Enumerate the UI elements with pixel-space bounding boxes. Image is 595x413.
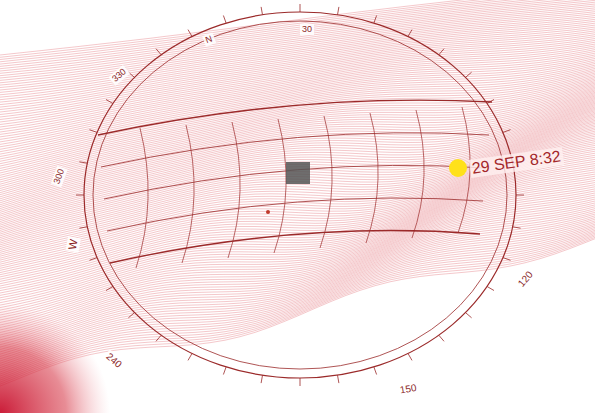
sun-path-line [98, 100, 492, 135]
contour-line [0, 96, 595, 209]
compass-tick [106, 100, 113, 104]
sun-path-line [320, 116, 332, 248]
compass-tick [300, 378, 301, 386]
compass-label: W [66, 236, 81, 252]
sun-path-line [366, 113, 378, 243]
compass-label: N [202, 33, 216, 47]
compass-tick [79, 227, 87, 228]
sun-path-line [101, 133, 489, 167]
contour-line [0, 125, 595, 249]
compass-label: 150 [397, 381, 419, 396]
sun-path-line [136, 128, 148, 268]
compass-label: 300 [51, 166, 68, 188]
compass-tick [466, 72, 472, 77]
compass-tick [439, 335, 444, 341]
sun-path-line [412, 110, 424, 238]
contour-line [0, 11, 595, 87]
compass-tick [223, 367, 226, 375]
compass-tick [90, 258, 98, 261]
contour-line [0, 133, 595, 258]
compass-tick [374, 367, 377, 375]
sun-path-grid [76, 4, 524, 386]
compass-tick [503, 130, 511, 133]
contour-line [0, 108, 595, 227]
compass-tick [188, 30, 192, 37]
compass-tick [487, 287, 494, 291]
contour-line [0, 67, 595, 164]
contour-line [0, 32, 595, 115]
compass-tick [90, 130, 98, 133]
compass-tick [503, 258, 511, 261]
sun-path-line [228, 122, 240, 258]
contour-line [0, 47, 595, 135]
compass-tick [466, 313, 472, 318]
contour-line [0, 80, 595, 184]
terrain-peak [0, 290, 130, 413]
compass-tick [261, 7, 262, 15]
compass-label: 30 [300, 24, 314, 35]
compass-tick [261, 375, 262, 383]
contour-line [0, 127, 595, 251]
compass-tick [188, 354, 192, 361]
compass-tick [300, 4, 301, 12]
compass-tick [408, 354, 412, 361]
sun-path-line [107, 198, 483, 231]
compass-tick [128, 313, 134, 318]
compass-tick [408, 30, 412, 37]
contour-line [0, 161, 595, 289]
contour-line [0, 178, 595, 308]
contour-line [0, 163, 595, 291]
sun-path-line [182, 125, 194, 263]
compass-tick [156, 335, 161, 341]
contour-line [0, 0, 595, 69]
compass-tick [338, 375, 339, 383]
contour-line [0, 0, 595, 57]
contour-line [0, 13, 595, 90]
compass-tick [516, 195, 524, 196]
contour-line [0, 0, 595, 71]
compass-label: 330 [108, 65, 130, 86]
compass-tick [338, 7, 339, 15]
compass-tick [106, 287, 113, 291]
compass-label: 120 [514, 267, 536, 291]
compass-tick [156, 49, 161, 55]
sun-path-line [274, 119, 286, 253]
sun-position [449, 159, 467, 177]
compass-tick [487, 100, 494, 104]
site-point [266, 210, 270, 214]
site-building [286, 162, 310, 184]
compass-tick [223, 16, 226, 24]
compass-tick [76, 195, 84, 196]
compass-tick [79, 162, 87, 163]
contour-line [0, 173, 595, 302]
compass-tick [374, 16, 377, 24]
sun-path-line [110, 231, 480, 263]
compass-tick [439, 49, 444, 55]
compass-tick [513, 227, 521, 228]
